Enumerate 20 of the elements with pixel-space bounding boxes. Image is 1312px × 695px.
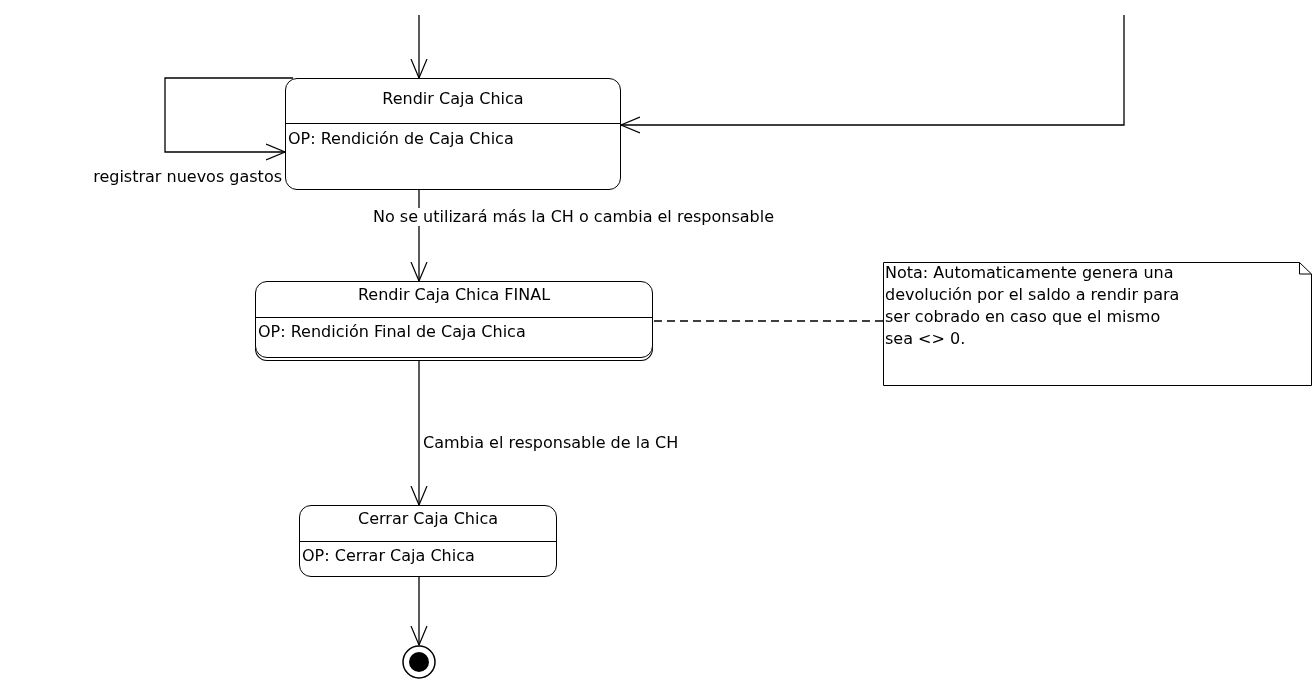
transition-arrow	[410, 576, 428, 646]
state-box	[299, 505, 557, 577]
edge-label: No se utilizará más la CH o cambia el responsable	[372, 208, 775, 226]
note-connector	[652, 320, 884, 322]
state-name: Rendir Caja Chica FINAL	[356, 285, 552, 304]
final-state-icon	[402, 645, 436, 679]
state-name: Cerrar Caja Chica	[357, 509, 499, 528]
transition-arrow	[410, 14, 428, 79]
transition-arrow	[620, 14, 1125, 134]
state-name: Rendir Caja Chica	[381, 89, 525, 108]
edge-label: Cambia el responsable de la CH	[422, 434, 680, 452]
state-operation: OP: Rendición de Caja Chica	[288, 129, 514, 148]
note-box	[883, 262, 1312, 386]
state-operation: OP: Cerrar Caja Chica	[302, 546, 475, 565]
edge-label: registrar nuevos gastos	[92, 168, 283, 186]
state-box	[255, 281, 653, 358]
note-text: Nota: Automaticamente genera una devolución por el saldo a rendir para ser cobrado en caso que el mismo sea <> 0.	[885, 262, 1181, 350]
transition-arrow	[164, 77, 294, 161]
state-box	[285, 78, 621, 190]
state-operation: OP: Rendición Final de Caja Chica	[258, 322, 526, 341]
